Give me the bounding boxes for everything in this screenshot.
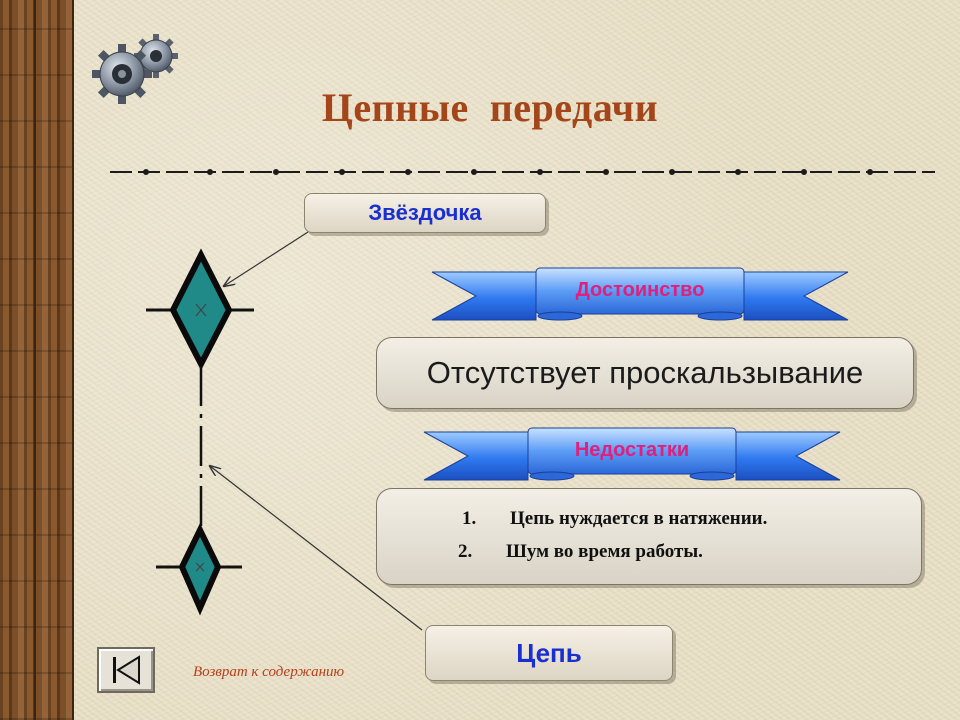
upper-sprocket xyxy=(146,248,254,371)
list-item-number: 1. xyxy=(462,508,477,529)
back-to-contents-link[interactable]: Возврат к содержанию xyxy=(193,664,345,680)
list-item-text: Шум во время работы. xyxy=(506,541,703,562)
advantage-text: Отсутствует проскальзывание xyxy=(426,355,864,390)
list-item: 1. Цепь нуждается в натяжении. xyxy=(458,508,767,541)
sprocket-pointer-arrow xyxy=(224,231,309,286)
list-item-number: 2. xyxy=(458,541,473,562)
advantage-heading: Достоинство xyxy=(575,279,705,301)
gears-icon xyxy=(92,34,178,104)
list-item-text: Цепь нуждается в натяжении. xyxy=(510,508,768,529)
wood-side-panel xyxy=(0,0,74,720)
chain-drive-diagram xyxy=(146,231,423,631)
chain-label-box: Цепь xyxy=(425,625,673,681)
chain-label: Цепь xyxy=(516,637,582,668)
disadvantages-heading: Недостатки xyxy=(574,439,690,461)
lower-sprocket xyxy=(156,523,242,616)
list-item: 2. Шум во время работы. xyxy=(458,541,767,574)
disadvantages-ribbon xyxy=(423,427,841,481)
disadvantages-list: 1. Цепь нуждается в натяжении. 2. Шум во… xyxy=(458,508,767,574)
sprocket-label: Звёздочка xyxy=(368,200,482,225)
back-to-contents-button[interactable] xyxy=(97,647,155,693)
disadvantages-box xyxy=(376,488,922,585)
skip-back-icon xyxy=(113,655,140,685)
advantage-ribbon xyxy=(431,267,849,321)
title-divider xyxy=(110,169,935,175)
advantage-box: Отсутствует проскальзывание xyxy=(376,337,914,409)
sprocket-label-box: Звёздочка xyxy=(304,193,546,233)
slide-title: Цепные передачи xyxy=(321,85,659,130)
chain-pointer-arrow xyxy=(210,466,423,631)
